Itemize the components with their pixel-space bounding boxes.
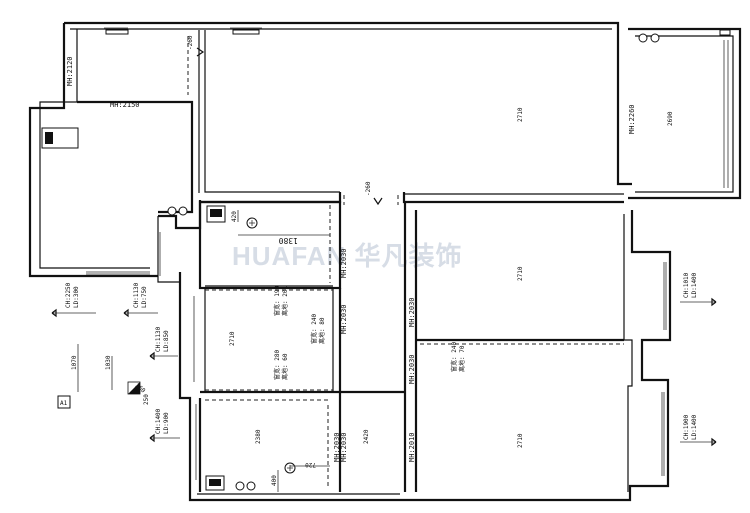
ceiling-label: MH:2030 [340,432,348,462]
section-marker-icon [128,382,140,394]
floor-height-label: 2690 [667,111,674,126]
window-tag: LD:750 [141,286,148,308]
floor-height-label: 2710 [517,433,524,448]
window-openings [86,27,667,480]
dimension-label: 400 [271,475,278,486]
ceiling-label: MH:2030 [333,432,341,462]
dimension-label: -260 [187,35,194,50]
dimension-label: 720 [305,461,316,468]
markers [127,47,383,395]
dimension-label: 1380 [279,236,298,245]
floor-height-label: 2710 [517,266,524,281]
window-tag: LD:300 [73,286,80,308]
ceiling-label: MH:2030 [340,304,348,334]
window-tag: CH:1130 [155,326,162,352]
outlet-icon [178,206,188,216]
window-tag: CH:1010 [683,272,690,298]
ceiling-label: MH:2030 [408,297,416,327]
dimension-label: 1030 [105,355,112,370]
fixture-label: 离地: 201 [281,286,289,316]
watermark: HUAFAN 华凡装饰 [232,241,463,271]
fixture-label: 离地: 80 [318,317,326,344]
window-tag: LD:900 [163,412,170,434]
ceiling-label: MH:2260 [628,104,636,134]
window-tag: CH:1900 [683,414,690,440]
window-tag: LD:1400 [691,414,698,440]
fixture-label: 窗宽: 240 [310,314,318,344]
legend-label: A1 [60,400,68,407]
dimension-label: -260 [365,181,372,196]
window-tag: CH:2250 [65,282,72,308]
dimension-label: 420 [231,211,238,222]
window-tag: CH:1400 [155,408,162,434]
ceiling-label: MH:2150 [110,101,140,109]
fixture-label: 窗宽: 280 [273,350,281,380]
floor-height-label: 2420 [363,429,370,444]
ceiling-label: MH:2120 [66,56,74,86]
outlet-icon [167,206,177,216]
window-tag: CH:1130 [133,282,140,308]
window-tag: LD:850 [163,330,170,352]
floor-height-labels: 2710 2690 2710 2710 2710 2380 2420 [229,107,674,448]
legend-box: A1 [57,395,71,409]
dimension-label: 1070 [71,355,78,370]
dimension-label: 250 [143,394,150,405]
vent-icon [232,29,260,35]
ceiling-label: MH:2030 [408,354,416,384]
ceiling-label: MH:2030 [340,248,348,278]
fixture-label: 窗宽: 190 [273,286,281,316]
outlet-icon [235,481,245,491]
outer-walls [28,21,742,502]
fixture-label: 离地: 70 [458,345,466,372]
ceiling-lines [187,36,624,488]
appliance-fill-icon [45,132,53,144]
sink-basin-icon [210,209,222,217]
fixture-label: 离地: 60 [281,353,289,380]
arrow-marker-icon [196,47,205,57]
outlet-icon [638,33,648,43]
window-tags: CH:2250 LD:300 CH:1130 LD:750 CH:1130 LD… [51,272,717,447]
window-tag: LD:1400 [691,272,698,298]
floor-height-label: 2380 [255,429,262,444]
floor-height-label: 2710 [229,331,236,346]
fixtures [41,29,731,491]
floor-height-label: 2710 [517,107,524,122]
fixture-labels: 窗宽: 190 离地: 201 窗宽: 240 离地: 80 窗宽: 280 离… [273,286,466,380]
fixture-label: 窗宽: 240 [450,342,458,372]
ceiling-height-labels: MH:2120 MH:2150 MH:2260 MH:2030 MH:2030 … [66,56,636,462]
ceiling-label: MH:2010 [408,432,416,462]
arrow-marker-icon [373,197,383,206]
toilet-seat-icon [209,479,221,486]
outlet-icon [650,33,660,43]
vent-icon [105,29,129,35]
interior-walls [77,30,624,492]
outlet-icon [246,481,256,491]
vent-icon [719,29,731,36]
